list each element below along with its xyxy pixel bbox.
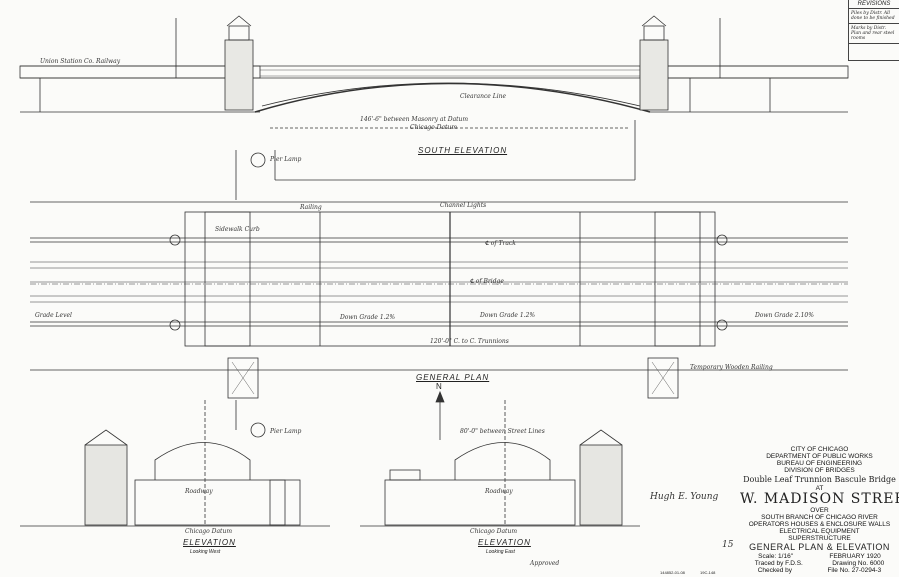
- revisions-box: REVISIONS Piles by Distr. All done to be…: [848, 0, 899, 61]
- line3: SUPERSTRUCTURE: [788, 535, 851, 542]
- elevation-west-subtitle: Looking West: [190, 549, 221, 555]
- down-grade-label: Down Grade 1.2%: [480, 312, 536, 319]
- sheet-title: GENERAL PLAN & ELEVATION: [749, 542, 890, 552]
- line1: OPERATORS HOUSES & ENCLOSURE WALLS: [748, 521, 891, 528]
- street-name: W. MADISON STREET: [740, 491, 899, 507]
- bureau: BUREAU OF ENGINEERING: [776, 460, 863, 467]
- elevation-east-title: ELEVATION: [478, 538, 531, 547]
- revisions-header: REVISIONS: [849, 0, 899, 9]
- street-lines-label: 80'-0" between Street Lines: [460, 428, 545, 435]
- division: DIVISION OF BRIDGES: [784, 467, 855, 474]
- revision-item: Marks by Distr. Plan and rear steel room…: [849, 24, 899, 44]
- roadway-label-east: Roadway: [485, 488, 513, 495]
- railing-label: Railing: [300, 204, 322, 211]
- elevation-west-title: ELEVATION: [183, 538, 236, 547]
- down-grade-right-label: Down Grade 2.10%: [755, 312, 814, 319]
- sidewalk-curb-label: Sidewalk Curb: [215, 226, 260, 233]
- clearance-line-label: Clearance Line: [460, 93, 507, 100]
- roadway-label-west: Roadway: [185, 488, 213, 495]
- scale: Scale: 1/16": [758, 553, 794, 560]
- pier-lamp-label: Pier Lamp: [270, 156, 302, 163]
- south-elevation-title: SOUTH ELEVATION: [418, 146, 508, 155]
- north-arrow-icon: [435, 390, 445, 440]
- pier-lamp-label-2: Pier Lamp: [270, 428, 302, 435]
- engineer-signature: Hugh E. Young: [650, 492, 719, 502]
- elevation-west-drawing: [20, 400, 330, 527]
- general-plan-drawing: [30, 150, 848, 438]
- over-label: OVER: [810, 507, 829, 514]
- checked-by: Checked by: [757, 567, 793, 574]
- elevation-east-subtitle: Looking East: [486, 549, 515, 555]
- traced-by: Traced by F.D.S.: [754, 560, 803, 567]
- sheet-number: 15: [722, 540, 734, 550]
- drawing-no: Drawing No. 6000: [832, 560, 885, 567]
- bridge-center-label: ℄ of Bridge: [470, 278, 504, 285]
- north-label: N: [436, 382, 442, 391]
- file-no: File No. 27-0294-3: [827, 567, 882, 574]
- footer-right: 19C-148: [700, 570, 716, 575]
- datum-label-east: Chicago Datum: [470, 528, 518, 535]
- railway-label: Union Station Co. Railway: [40, 58, 121, 65]
- city: CITY OF CHICAGO: [790, 446, 849, 453]
- between-masonry-label: 146'-6" between Masonry at Datum: [360, 116, 469, 123]
- datum-label-west: Chicago Datum: [185, 528, 233, 535]
- grade-level-label: Grade Level: [35, 312, 72, 319]
- down-grade-center-label: Down Grade 1.2%: [340, 314, 396, 321]
- river: SOUTH BRANCH OF CHICAGO RIVER: [761, 514, 878, 521]
- footer-left: 144852-01-08: [660, 570, 685, 575]
- approved-label: Approved: [530, 560, 560, 567]
- south-elevation-drawing: [19, 15, 849, 181]
- track-label: ℄ of Track: [485, 240, 516, 247]
- elevation-east-drawing: [360, 400, 640, 527]
- title-block: CITY OF CHICAGO DEPARTMENT OF PUBLIC WOR…: [740, 446, 899, 577]
- channel-lights-label: Channel Lights: [440, 202, 487, 209]
- trunnions-label: 120'-0" C. to C. Trunnions: [430, 338, 509, 345]
- at-label: AT: [815, 485, 824, 492]
- department: DEPARTMENT OF PUBLIC WORKS: [766, 453, 873, 460]
- temporary-railing-label: Temporary Wooden Railing: [690, 364, 773, 371]
- date: FEBRUARY 1920: [829, 553, 881, 560]
- line2: ELECTRICAL EQUIPMENT: [779, 528, 860, 535]
- bridge-type: Double Leaf Trunnion Bascule Bridge: [743, 475, 896, 484]
- datum-label: Chicago Datum: [410, 124, 458, 131]
- general-plan-title: GENERAL PLAN: [416, 373, 490, 382]
- revision-item: Piles by Distr. All done to be finished: [849, 9, 899, 24]
